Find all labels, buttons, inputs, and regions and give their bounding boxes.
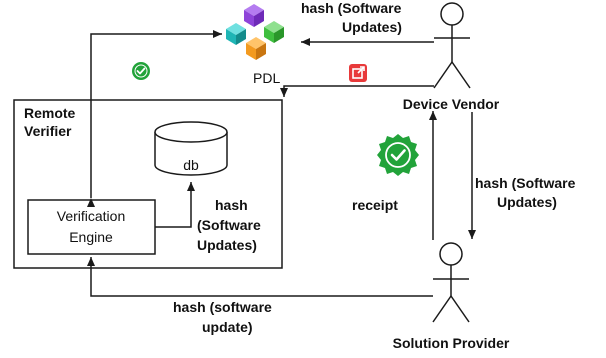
edge-engine-to-db-label-line2: (Software xyxy=(197,217,261,233)
external-link-icon xyxy=(349,64,367,82)
stacked-cubes-icon xyxy=(226,4,284,60)
edge-engine-to-db-label-line1: hash xyxy=(215,197,248,213)
edge-provider-to-engine-label-line2: update) xyxy=(202,319,253,335)
edge-engine-pdl xyxy=(87,30,222,207)
device-vendor-actor xyxy=(433,2,471,89)
check-badge-icon xyxy=(132,62,150,80)
verification-engine-label-line2: Engine xyxy=(69,229,113,245)
edge-provider-to-vendor-label: receipt xyxy=(352,197,398,213)
verification-engine-label-line1: Verification xyxy=(57,208,125,224)
edge-engine-to-db-label-line3: Updates) xyxy=(197,237,257,253)
remote-verifier-label-line2: Verifier xyxy=(24,123,72,139)
db-cylinder: db xyxy=(154,121,228,176)
pdl-label: PDL xyxy=(253,70,280,86)
edge-vendor-to-verifier xyxy=(280,85,434,97)
solution-provider-actor xyxy=(432,242,470,323)
remote-verifier-label-line1: Remote xyxy=(24,105,76,121)
check-badge-icon xyxy=(377,134,419,176)
edge-provider-to-engine xyxy=(87,257,433,297)
edge-engine-to-db xyxy=(155,182,195,228)
edge-vendor-to-provider-label-line1: hash (Software xyxy=(475,175,576,191)
edge-vendor-to-provider-label-line2: Updates) xyxy=(497,194,557,210)
solution-provider-label: Solution Provider xyxy=(393,335,510,351)
edge-vendor-to-pdl-label-line1: hash (Software xyxy=(301,0,402,16)
db-label: db xyxy=(183,157,199,173)
edge-vendor-to-pdl-label-line2: Updates) xyxy=(342,19,402,35)
edge-provider-to-engine-label-line1: hash (software xyxy=(173,299,272,315)
device-vendor-label: Device Vendor xyxy=(403,96,500,112)
